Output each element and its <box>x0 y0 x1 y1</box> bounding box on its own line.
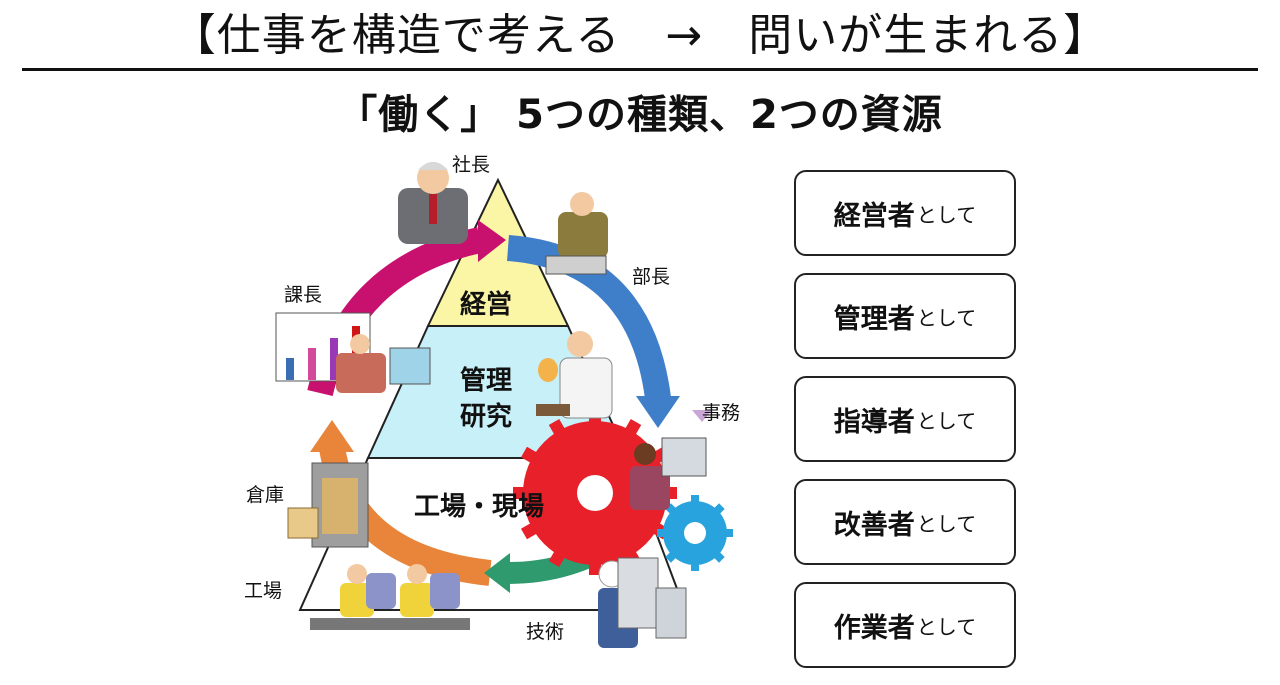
title-underline <box>22 68 1258 71</box>
role-suffix: として <box>916 202 977 227</box>
factory-workers-illustration <box>310 564 470 630</box>
label-section-head: 課長 <box>284 284 323 306</box>
red-gear <box>513 411 677 575</box>
green-arrow-head <box>484 553 510 593</box>
warehouse-illustration <box>287 462 369 548</box>
role-name: 経営者 <box>833 200 915 232</box>
role-name: 指導者 <box>833 406 915 438</box>
label-warehouse: 倉庫 <box>246 484 285 506</box>
tier-label-factory-floor: 工場・現場 <box>414 492 545 522</box>
tier-label-research: 研究 <box>460 402 513 432</box>
roles-list: 経営者として 管理者として 指導者として 改善者として 作業者として <box>794 170 1016 685</box>
role-box-worker: 作業者として <box>794 582 1016 668</box>
role-name: 作業者 <box>833 612 915 644</box>
role-suffix: として <box>916 614 977 639</box>
diagram-graphic <box>275 162 733 648</box>
page-title: 【仕事を構造で考える → 問いが生まれる】 <box>171 10 1109 61</box>
researcher-illustration <box>536 331 613 419</box>
label-office: 事務 <box>702 402 741 424</box>
role-box-executive: 経営者として <box>794 170 1016 256</box>
tier-label-administration: 管理 <box>460 366 513 396</box>
work-structure-diagram: 社長 部長 課長 事務 倉庫 工場 技術 経営 管理 研究 工場・現場 <box>240 148 760 663</box>
role-suffix: として <box>916 511 977 536</box>
department-head-illustration <box>545 192 608 275</box>
label-factory: 工場 <box>244 580 283 602</box>
role-box-improver: 改善者として <box>794 479 1016 565</box>
role-suffix: として <box>916 305 977 330</box>
technician-illustration <box>598 557 687 648</box>
label-department-head: 部長 <box>632 266 671 288</box>
page-subtitle: 「働く」 5つの種類、2つの資源 <box>337 92 943 138</box>
role-name: 管理者 <box>833 303 915 335</box>
magenta-arrow-head <box>478 220 506 262</box>
label-technology: 技術 <box>526 621 565 643</box>
role-name: 改善者 <box>833 509 915 541</box>
role-box-leader: 指導者として <box>794 376 1016 462</box>
president-illustration <box>398 162 468 244</box>
blue-arrow-head <box>636 396 680 428</box>
tier-label-management: 経営 <box>460 290 513 320</box>
office-worker-illustration <box>630 410 712 510</box>
label-president: 社長 <box>452 154 491 176</box>
orange-arrow-head <box>310 420 354 452</box>
section-head-chart-illustration <box>275 312 431 393</box>
blue-gear <box>657 495 733 571</box>
blue-arrow <box>506 235 671 400</box>
role-box-manager: 管理者として <box>794 273 1016 359</box>
role-suffix: として <box>916 408 977 433</box>
